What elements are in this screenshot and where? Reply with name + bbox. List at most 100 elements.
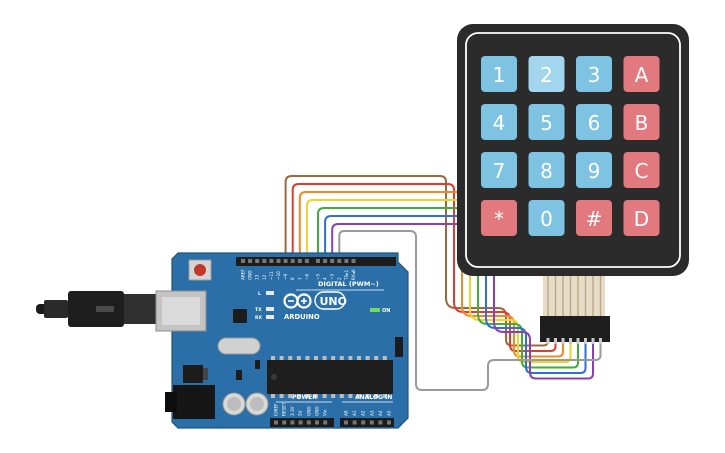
keypad-key[interactable]: 7 (481, 152, 517, 188)
power-pin-hole (306, 420, 311, 425)
digital-pin-label: GND (248, 270, 253, 280)
keypad-connector (540, 316, 610, 342)
power-pin-hole (315, 420, 319, 425)
key-label: C (635, 159, 649, 183)
keypad-key[interactable]: D (623, 200, 660, 236)
led-rx-label: RX (255, 315, 262, 321)
power-pin-label: IOREF (274, 403, 279, 416)
digital-pin-hole (241, 259, 245, 263)
keypad-key[interactable]: 3 (576, 56, 612, 92)
keypad-key[interactable]: 4 (481, 104, 517, 140)
key-label: 2 (540, 63, 553, 87)
key-cap (528, 152, 565, 188)
digital-pin-label: ~10 (276, 271, 281, 280)
key-cap (576, 152, 612, 188)
arduino-logo (283, 293, 312, 309)
digital-pin-label: 12 (262, 274, 267, 280)
key-label: D (634, 207, 649, 231)
key-label: 6 (588, 111, 601, 135)
key-label: * (494, 207, 504, 231)
digital-pin-label: ~5 (316, 273, 321, 280)
power-pin-hole (290, 420, 295, 425)
key-cap (528, 200, 565, 236)
wire (291, 183, 557, 352)
digital-pin-hole (344, 259, 349, 263)
digital-pin-label: AREF (241, 269, 246, 280)
power-pin-label: Vin (323, 409, 328, 416)
key-label: 5 (540, 111, 553, 135)
key-cap (481, 56, 517, 92)
key-cap (576, 200, 612, 236)
power-label: POWER (292, 394, 317, 401)
digital-pin-label: 7 (297, 277, 302, 280)
digital-pin-hole (330, 259, 335, 263)
digital-pin-hole (276, 259, 281, 263)
power-pin-hole (274, 420, 278, 425)
analog-pin-hole (344, 420, 348, 425)
led-l-label: L (258, 291, 261, 297)
analog-pin-label: A0 (344, 410, 349, 416)
digital-pin-hole (304, 259, 309, 263)
keypad-key[interactable]: 9 (576, 152, 612, 188)
on-label: ON (382, 308, 390, 314)
keypad-key[interactable]: 0 (528, 200, 565, 236)
digital-pin-label: 2 (337, 277, 342, 280)
wire (317, 207, 579, 369)
keypad-key[interactable]: 5 (528, 104, 565, 140)
analog-pin-label: A2 (361, 410, 366, 416)
key-label: 8 (540, 159, 553, 183)
digital-pin-label: RX◂0 (351, 269, 356, 280)
digital-label: DIGITAL (PWM~) (318, 280, 379, 288)
keypad-key[interactable]: A (623, 56, 660, 92)
analog-pin-label: A1 (352, 410, 357, 416)
keypad-key[interactable]: * (481, 200, 517, 236)
key-cap (481, 104, 517, 140)
key-cap (528, 104, 565, 140)
key-cap (623, 200, 660, 236)
wire (324, 215, 587, 374)
analog-pin-label: A5 (387, 410, 392, 416)
key-cap (576, 104, 612, 140)
key-label: B (635, 111, 649, 135)
keypad-key[interactable]: 6 (576, 104, 612, 140)
key-cap (623, 104, 660, 140)
analog-pin-hole (361, 420, 366, 425)
keypad-ribbon (543, 276, 605, 316)
keypad-key[interactable]: # (576, 200, 612, 236)
digital-pin-label: 8 (290, 277, 295, 280)
key-cap (623, 56, 660, 92)
keypad-key[interactable]: 8 (528, 152, 565, 188)
wire (338, 230, 602, 391)
digital-pin-hole (323, 259, 328, 263)
analog-pin-hole (387, 420, 391, 425)
key-cap (481, 152, 517, 188)
power-jack (173, 385, 215, 419)
digital-pin-hole (248, 259, 253, 263)
analog-header (340, 418, 394, 427)
digital-pin-hole (316, 259, 320, 263)
digital-pin-hole (337, 259, 342, 263)
digital-pin-hole (269, 259, 274, 263)
power-pin-label: 3.3V (290, 406, 295, 416)
key-cap (481, 200, 517, 236)
keypad-key[interactable]: 1 (481, 56, 517, 92)
digital-pin-hole (262, 259, 267, 263)
brand-text: ARDUINO (284, 313, 320, 321)
keypad-key[interactable]: B (623, 104, 660, 140)
keypad-key[interactable]: 2 (528, 56, 565, 92)
key-label: 0 (540, 207, 553, 231)
digital-pin-hole (255, 259, 260, 263)
keypad-key[interactable]: C (623, 152, 660, 188)
analog-pin-label: A3 (369, 410, 374, 416)
key-cap (528, 56, 565, 92)
digital-pin-label: 13 (255, 274, 260, 280)
wires (284, 175, 602, 391)
digital-pin-hole (297, 259, 302, 263)
key-label: 7 (493, 159, 506, 183)
key-label: 1 (493, 63, 506, 87)
